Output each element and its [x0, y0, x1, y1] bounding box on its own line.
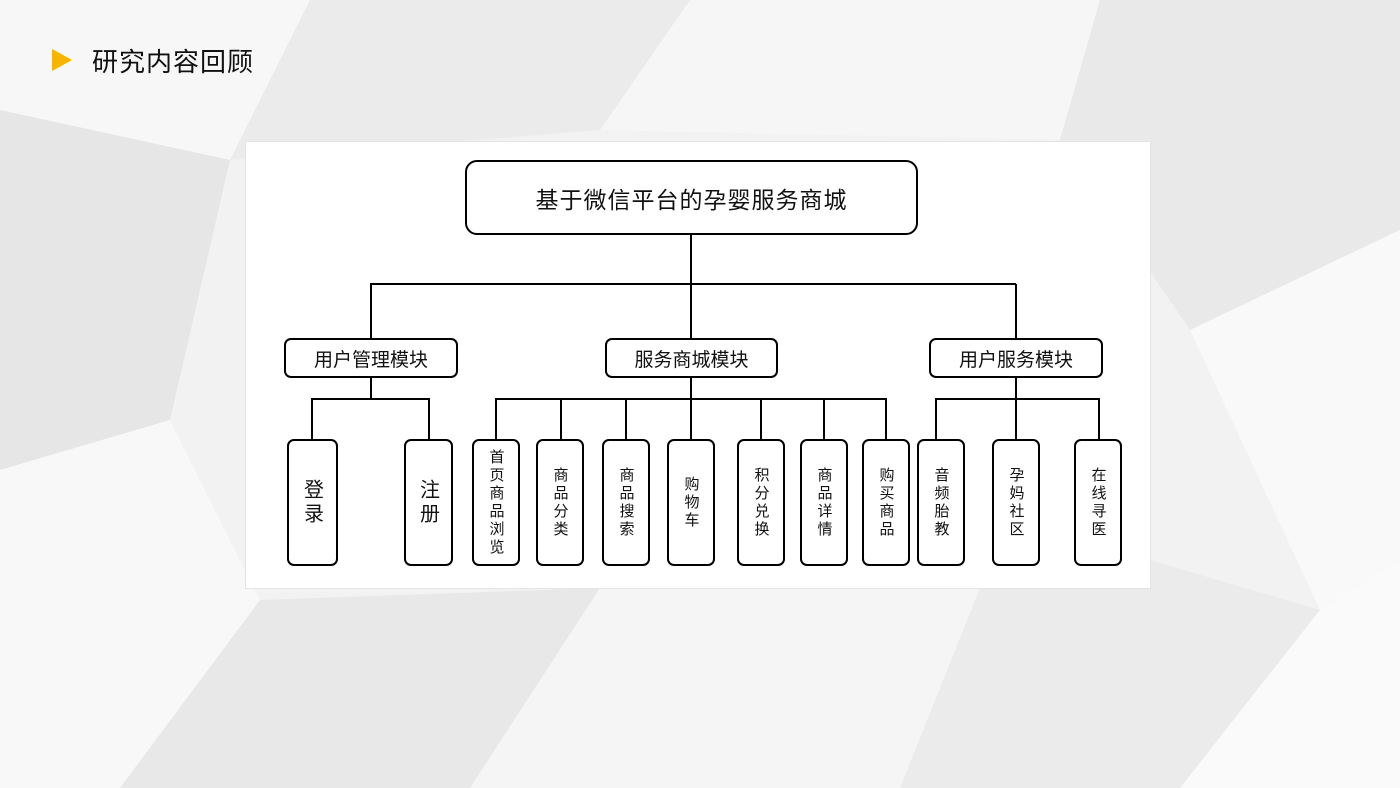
leaf-node-audio-prenatal: 音频胎教: [917, 439, 965, 566]
leaf-node-cart: 购物车: [667, 439, 715, 566]
module-node-user-management: 用户管理模块: [284, 338, 458, 378]
leaf-node-category: 商品分类: [536, 439, 584, 566]
leaf-node-purchase: 购买商品: [862, 439, 910, 566]
module-node-user-service: 用户服务模块: [929, 338, 1103, 378]
leaf-node-search: 商品搜索: [602, 439, 650, 566]
slide-header: 研究内容回顾: [52, 38, 254, 82]
module-node-service-mall: 服务商城模块: [605, 338, 778, 378]
structure-diagram: 基于微信平台的孕婴服务商城 用户管理模块 服务商城模块 用户服务模块 登录 注册…: [246, 142, 1150, 588]
leaf-node-mom-community: 孕妈社区: [992, 439, 1040, 566]
leaf-node-points-exchange: 积分兑换: [737, 439, 785, 566]
page-title: 研究内容回顾: [92, 47, 255, 78]
leaf-node-login: 登录: [287, 439, 338, 566]
root-node: 基于微信平台的孕婴服务商城: [465, 160, 918, 235]
leaf-node-product-detail: 商品详情: [800, 439, 848, 566]
leaf-node-register: 注册: [404, 439, 453, 566]
leaf-node-home-browse: 首页商品浏览: [472, 439, 520, 566]
leaf-node-online-doctor: 在线寻医: [1074, 439, 1122, 566]
connector-lines: [311, 235, 1100, 439]
play-triangle-icon: [52, 49, 72, 71]
